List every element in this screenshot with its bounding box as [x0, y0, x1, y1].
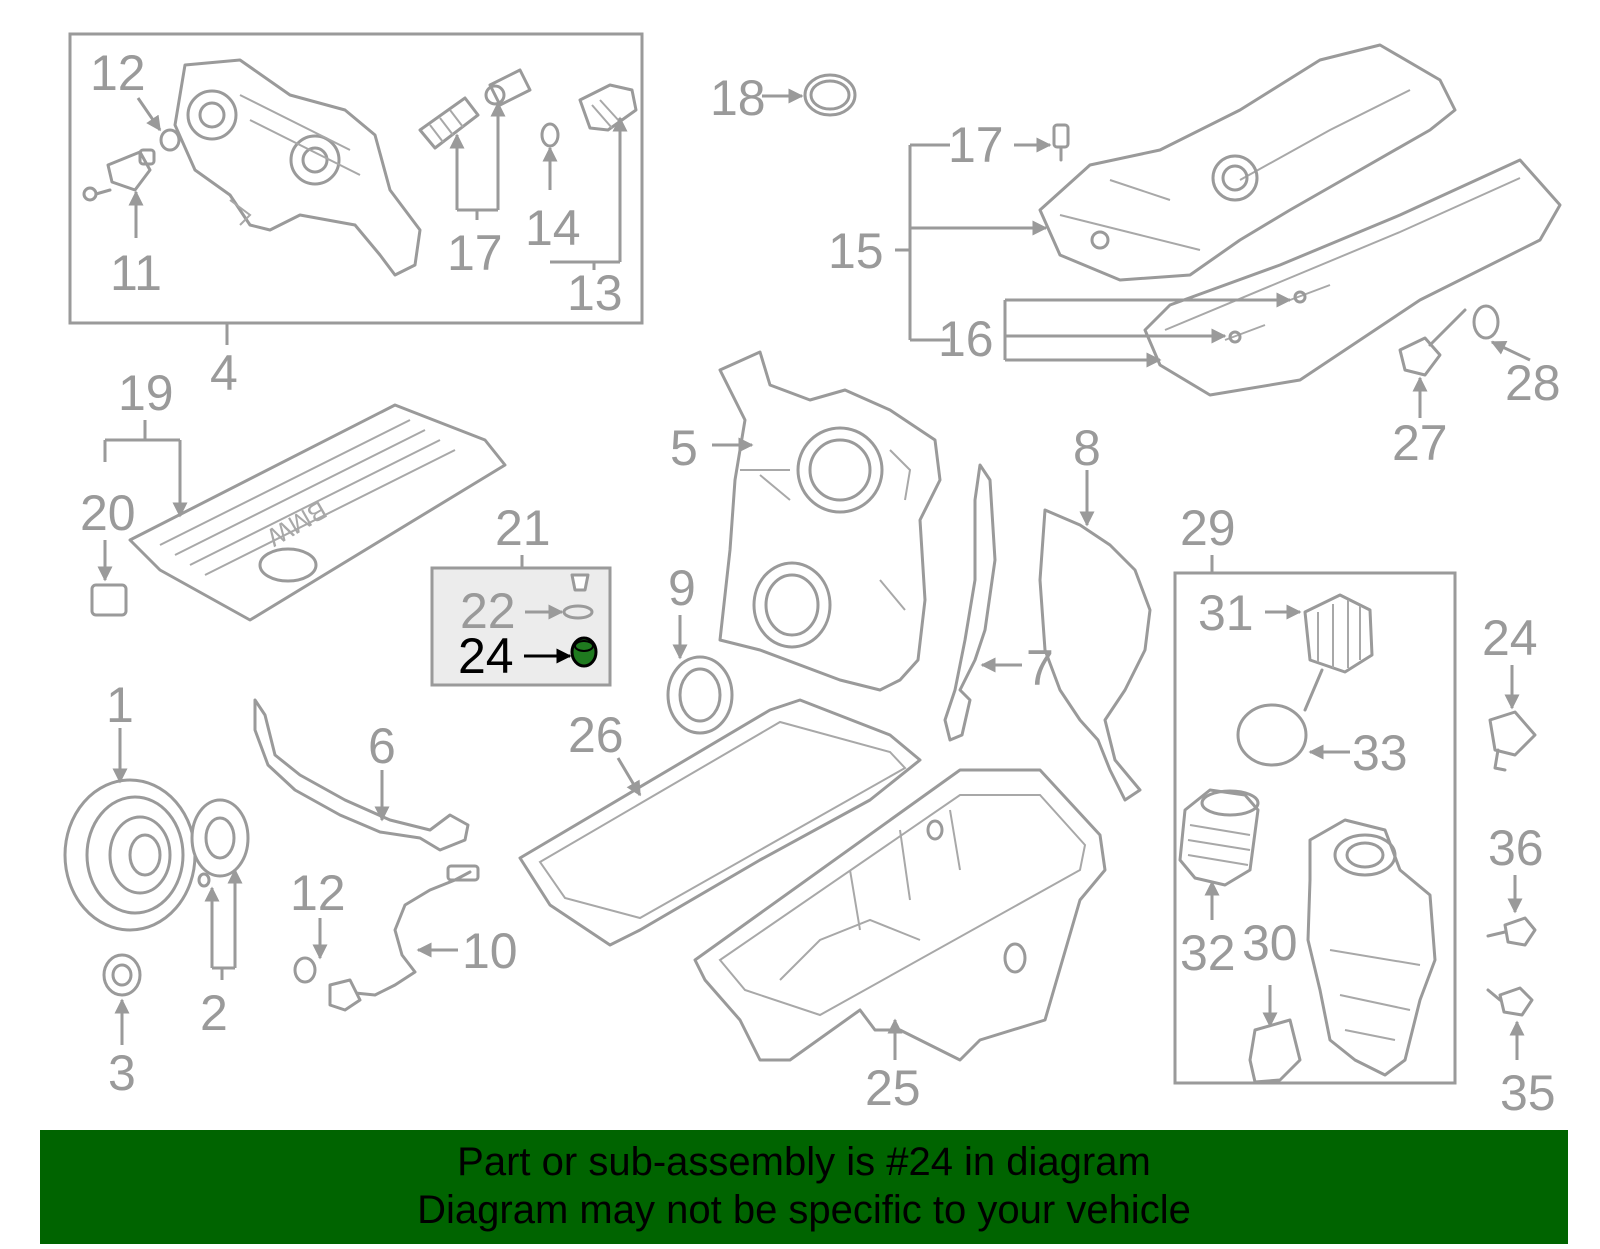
- filter-cap-part-32: [1303, 593, 1374, 712]
- callout-22: 21: [495, 500, 551, 556]
- seal-ring-19: [803, 73, 857, 117]
- callout-16: 15: [828, 223, 884, 279]
- banner-line-1: Part or sub-assembly is #24 in diagram: [457, 1140, 1151, 1184]
- oil-pan-gasket-part-27: [518, 698, 922, 947]
- vanos-unit-part: [173, 58, 422, 277]
- callout-10: 10: [462, 923, 518, 979]
- assembly-30-frame: [1173, 571, 1457, 1085]
- callout-12-bottom: 12: [290, 865, 346, 921]
- callout-25: 24: [1482, 610, 1538, 666]
- callout-31: 30: [1242, 915, 1298, 971]
- callout-23: 22: [460, 583, 516, 639]
- gasket-part-7: [943, 463, 997, 742]
- valve-cover-part-16: [1038, 43, 1457, 282]
- filter-housing-part-31: [1306, 818, 1437, 1077]
- grommet-part-21: [90, 583, 128, 617]
- callout-29: 28: [1505, 355, 1561, 411]
- callout-14: 14: [525, 200, 581, 256]
- gasket-part-8: [1038, 508, 1152, 802]
- parts-diagram: BMW: [63, 32, 1562, 1121]
- banner-line-2: Diagram may not be specific to your vehi…: [417, 1188, 1191, 1232]
- o-ring-part-29: [1472, 304, 1500, 340]
- engine-cover-part-20: BMW: [128, 403, 507, 622]
- seal-ring-12a: [159, 128, 181, 152]
- filter-element-part-33: [1178, 788, 1260, 887]
- assembly-4-frame: [68, 32, 644, 325]
- callout-19: 18: [710, 70, 766, 126]
- shaft-seal-part-9: [666, 655, 734, 735]
- oil-plug-part-23: [562, 573, 594, 620]
- solenoid-part-13: [578, 83, 638, 132]
- callout-4: 4: [210, 345, 238, 401]
- gasket-part-6: [253, 698, 470, 852]
- seal-ring-part-24: [570, 636, 598, 668]
- callout-36: 36: [1488, 820, 1544, 876]
- oxygen-sensor-part-10: [328, 864, 480, 1012]
- bolt-part-18: [1052, 123, 1070, 162]
- callout-24-highlighted: 24: [458, 628, 514, 684]
- bolt-part-3: [102, 953, 142, 997]
- callout-21: 20: [80, 485, 136, 541]
- timing-cover-part-5: [718, 350, 942, 692]
- sensor-part-11: [82, 148, 156, 202]
- callout-27: 26: [568, 707, 624, 763]
- callout-8: 8: [1073, 420, 1101, 476]
- callout-6: 6: [368, 718, 396, 774]
- callout-33: 32: [1180, 925, 1236, 981]
- callout-15: 17: [447, 225, 503, 281]
- callout-28: 27: [1392, 415, 1448, 471]
- sensor-part-36: [1486, 916, 1537, 947]
- callout-13: 13: [567, 265, 623, 321]
- callout-7: 7: [1026, 640, 1054, 696]
- o-ring-part-34: [1236, 703, 1308, 767]
- seal-ring-12b: [293, 956, 317, 984]
- gasket-part-31: [1248, 1018, 1302, 1084]
- callout-18: 17: [948, 117, 1004, 173]
- callout-35: 35: [1500, 1065, 1556, 1121]
- gasket-part-17: [1143, 158, 1562, 397]
- callout-12-top: 12: [90, 45, 146, 101]
- hub-part-2: [190, 798, 250, 888]
- callout-34: 33: [1352, 725, 1408, 781]
- callout-30: 29: [1180, 500, 1236, 556]
- spring-part-15: [418, 68, 532, 150]
- info-banner: Part or sub-assembly is #24 in diagram D…: [40, 1130, 1568, 1244]
- callout-2: 2: [200, 985, 228, 1041]
- callout-9: 9: [668, 560, 696, 616]
- callout-17: 16: [938, 311, 994, 367]
- sensor-part-28: [1398, 308, 1467, 377]
- callout-32: 31: [1198, 585, 1254, 641]
- switch-part-35: [1486, 986, 1534, 1017]
- oil-pan-part-26: [693, 768, 1107, 1062]
- seal-ring-14: [540, 122, 560, 148]
- callout-1: 1: [106, 677, 134, 733]
- callout-11: 11: [110, 245, 162, 301]
- callout-26: 25: [865, 1060, 921, 1116]
- callout-3: 3: [108, 1045, 136, 1101]
- sensor-part-25: [1488, 710, 1537, 772]
- callout-5: 5: [670, 420, 698, 476]
- callout-20: 19: [118, 365, 174, 421]
- vibration-damper-part-1: [63, 778, 197, 932]
